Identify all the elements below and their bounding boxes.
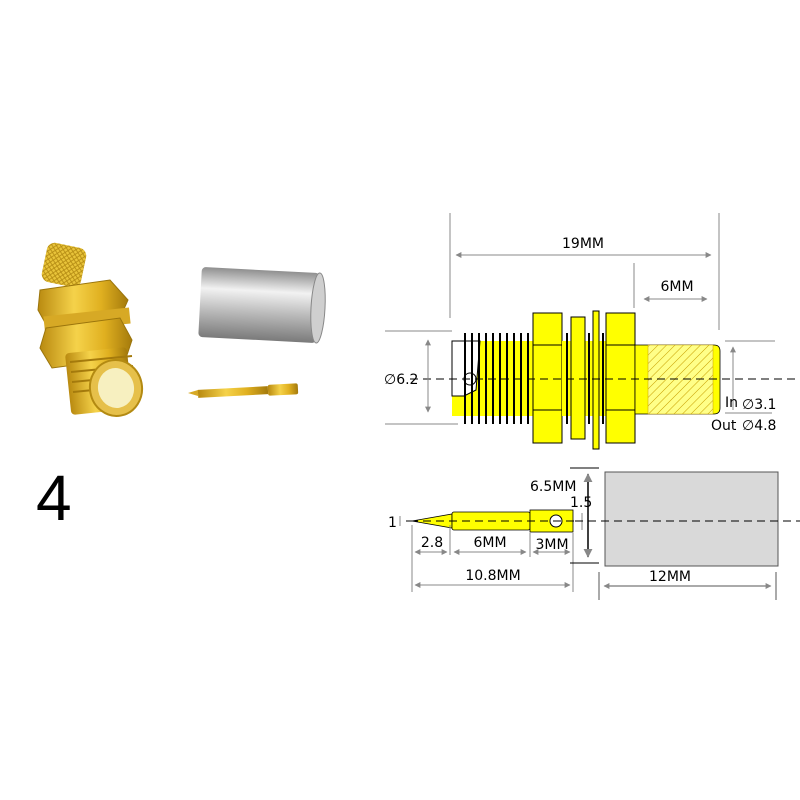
end-diameter-label: 1.5 bbox=[570, 495, 592, 511]
outer-diameter-prefix: Out bbox=[711, 418, 737, 434]
shaft-length-label: 6MM bbox=[473, 535, 506, 551]
end-length-label: 3MM bbox=[535, 537, 568, 553]
outer-diameter-label: ∅4.8 bbox=[742, 418, 776, 434]
thread-diameter-label: ∅6.2 bbox=[384, 372, 418, 388]
dimension-diagram: 19MM 6MM bbox=[370, 200, 800, 620]
ferrule-photo bbox=[198, 267, 326, 344]
connector-side-view: 19MM 6MM bbox=[384, 213, 800, 450]
overall-length-label: 19MM bbox=[562, 236, 604, 252]
inner-diameter-label: ∅3.1 bbox=[742, 397, 776, 413]
sma-connector-photo bbox=[37, 242, 144, 417]
crimp-length-label: 6MM bbox=[660, 279, 693, 295]
center-pin-photo bbox=[188, 383, 299, 398]
ferrule-side-view: 6.5MM 12MM bbox=[530, 467, 800, 600]
pin-side-view: 1 2.8 6MM 3MM 10.8MM 1.5 bbox=[388, 495, 592, 592]
tip-length-label: 2.8 bbox=[421, 535, 443, 551]
inner-diameter-prefix: In bbox=[725, 395, 738, 411]
product-photo bbox=[0, 200, 370, 420]
total-length-label: 10.8MM bbox=[465, 568, 520, 584]
ferrule-height-label: 6.5MM bbox=[530, 479, 576, 495]
tip-width-label: 1 bbox=[388, 515, 397, 531]
ferrule-length-label: 12MM bbox=[649, 569, 691, 585]
variant-number: 4 bbox=[36, 462, 72, 534]
